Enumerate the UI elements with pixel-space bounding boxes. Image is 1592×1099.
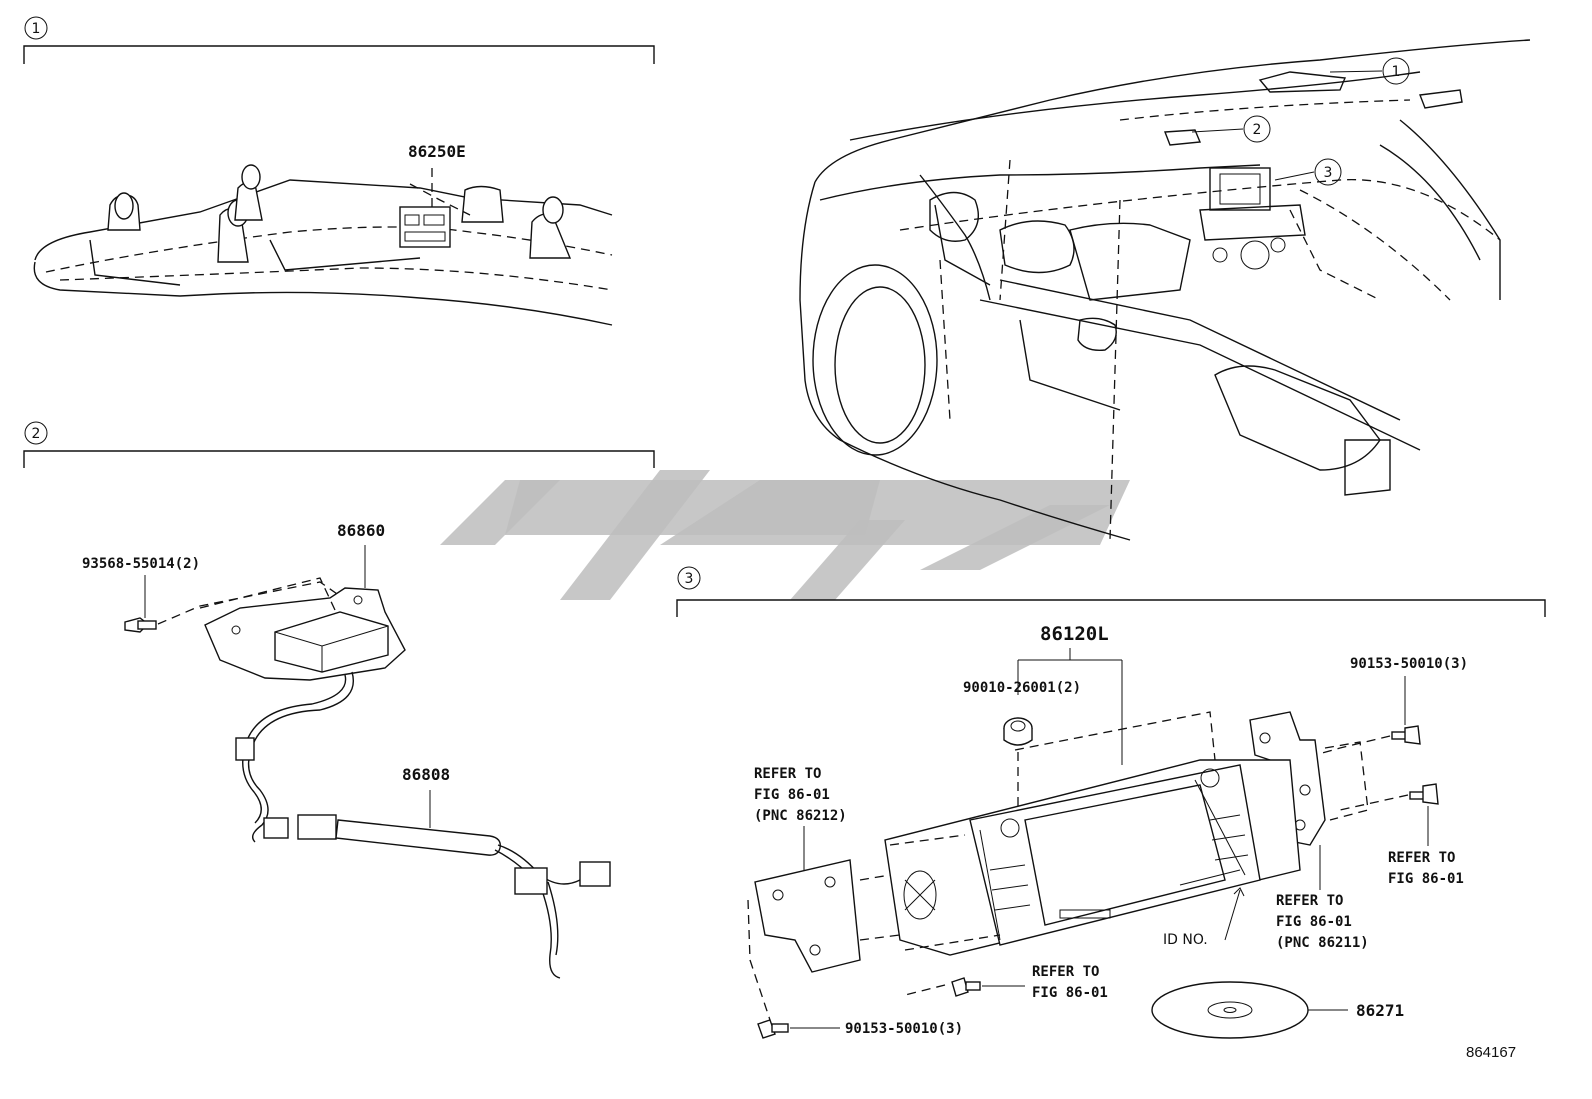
- section-3-number: 3: [685, 571, 694, 587]
- antenna-cable-86808: [235, 671, 611, 979]
- id-number-label: ID NO.: [1163, 932, 1208, 948]
- part-93568-label: 93568-55014(2): [82, 556, 200, 572]
- refer-mid-line2: FIG 86-01: [1276, 914, 1352, 930]
- refer-left-line2: FIG 86-01: [754, 787, 830, 803]
- screw-bottom-refer: [951, 977, 981, 997]
- section-3-bracket: [676, 599, 1546, 617]
- callout-1: 1: [1382, 57, 1410, 85]
- map-disc-86271: [1151, 981, 1309, 1039]
- dashboard-top-drawing: [33, 164, 613, 326]
- refer-left-line3: (PNC 86212): [754, 808, 847, 824]
- part-90153-top-label: 90153-50010(3): [1350, 656, 1468, 672]
- svg-text:1: 1: [1392, 64, 1401, 80]
- svg-text:3: 3: [1324, 165, 1333, 181]
- section-2-marker: [24, 421, 48, 445]
- vehicle-interior-overview: [799, 39, 1531, 541]
- svg-text:2: 2: [1253, 122, 1262, 138]
- section-2: 2 93568-55014(2) 86860: [23, 421, 655, 979]
- refer-right-line1: REFER TO: [1388, 850, 1455, 866]
- refer-right-line2: FIG 86-01: [1388, 871, 1464, 887]
- section-3: 3 86120L 90010-26001(2) 90153-50010(3) R…: [676, 566, 1546, 1039]
- screw-90153-bottom: [757, 1019, 789, 1039]
- watermark-logo: [440, 470, 1130, 600]
- part-86120L-label: 86120L: [1040, 623, 1109, 645]
- refer-bottom-line2: FIG 86-01: [1032, 985, 1108, 1001]
- part-86860-label: 86860: [337, 521, 385, 540]
- section-1-marker: [24, 16, 48, 40]
- screw-93568: [124, 617, 157, 633]
- section-1: 1 86250E: [23, 16, 655, 326]
- part-86808-label: 86808: [402, 765, 450, 784]
- screw-right-refer: [1409, 783, 1439, 805]
- part-86271-label: 86271: [1356, 1001, 1404, 1020]
- screw-90153-top: [1391, 725, 1421, 745]
- section-1-bracket: [23, 45, 655, 64]
- figure-reference-number: 864167: [1466, 1044, 1516, 1061]
- refer-bottom-line1: REFER TO: [1032, 964, 1099, 980]
- refer-mid-line1: REFER TO: [1276, 893, 1343, 909]
- section-2-number: 2: [32, 426, 41, 442]
- section-2-bracket: [23, 450, 655, 468]
- antenna-module-86860: [199, 577, 406, 681]
- refer-left-line1: REFER TO: [754, 766, 821, 782]
- section-1-number: 1: [32, 21, 41, 37]
- callout-2: 2: [1243, 115, 1271, 143]
- callout-3: 3: [1314, 158, 1342, 186]
- refer-mid-line3: (PNC 86211): [1276, 935, 1369, 951]
- collar-90010: [1003, 717, 1033, 746]
- radio-display-unit-86120L: [884, 759, 1301, 956]
- section-3-marker: [677, 566, 701, 590]
- part-86250E-label: 86250E: [408, 142, 466, 161]
- part-90153-bottom-label: 90153-50010(3): [845, 1021, 963, 1037]
- part-90010-label: 90010-26001(2): [963, 680, 1081, 696]
